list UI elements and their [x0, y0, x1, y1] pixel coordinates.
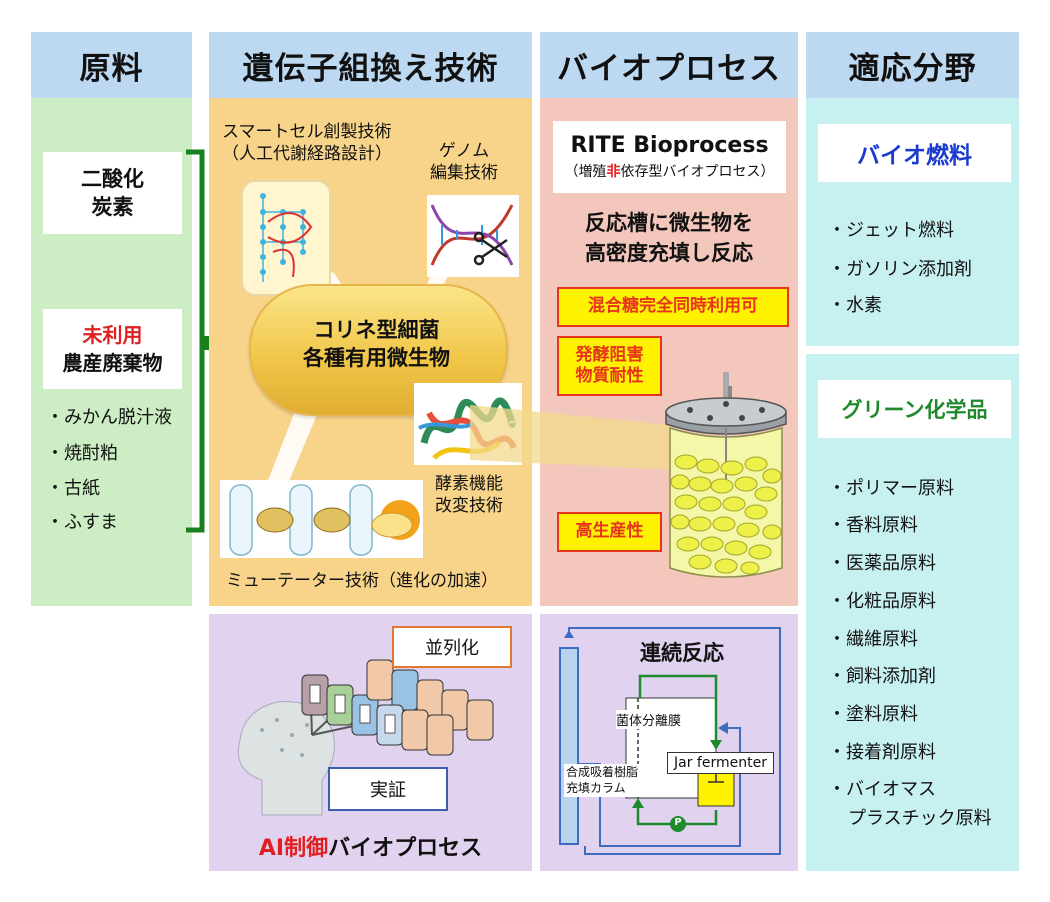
raw-item: ・ふすま [46, 512, 118, 533]
jar-fermenter-label: Jar fermenter [667, 752, 774, 774]
green-chem-panel [806, 354, 1019, 871]
dna-scissors-icon [430, 204, 514, 266]
bioprocess-description: 反応槽に微生物を 高密度充填し反応 [540, 208, 798, 269]
bacteria-line1: コリネ型細菌 [313, 318, 440, 342]
header-bioprocess: バイオプロセス [540, 32, 798, 98]
rite-sub-a: （増殖 [564, 164, 607, 180]
rite-title: RITE Bioprocess [570, 133, 769, 158]
agri-waste-box: 未利用 農産廃棄物 [43, 309, 182, 389]
biofuel-item: ・ジェット燃料 [828, 220, 954, 241]
enzyme-line1: 酵素機能 [435, 474, 503, 494]
inhibitor-line2: 物質耐性 [575, 366, 644, 386]
header-genetic-engineering: 遺伝子組換え技術 [209, 32, 532, 98]
raw-item: ・古紙 [46, 478, 100, 499]
demo-label-box: 実証 [328, 767, 448, 811]
rite-sub-b: 依存型バイオプロセス） [620, 164, 775, 180]
desc-line2: 高密度充填し反応 [585, 241, 753, 266]
inhibitor-resistance-badge: 発酵阻害 物質耐性 [557, 336, 662, 396]
mixed-sugar-badge: 混合糖完全同時利用可 [557, 287, 789, 327]
chem-item: ・医薬品原料 [828, 553, 936, 574]
co2-line2: 炭素 [91, 195, 134, 219]
chem-item: ・接着剤原料 [828, 742, 936, 763]
chem-item: ・塗料原料 [828, 704, 918, 725]
biofuel-title: バイオ燃料 [818, 124, 1011, 182]
parallel-label-box: 並列化 [392, 626, 512, 668]
column-label: 合成吸着樹脂 充填カラム [564, 764, 641, 798]
metabolic-pathway-image [241, 180, 331, 296]
bacteria-line2: 各種有用微生物 [303, 346, 450, 371]
rite-bioprocess-box: RITE Bioprocess （増殖非依存型バイオプロセス） [553, 121, 786, 193]
green-chem-title: グリーン化学品 [818, 380, 1011, 438]
bacterium-label: コリネ型細菌 各種有用微生物 [249, 316, 504, 373]
ai-title-black: バイオプロセス [328, 836, 483, 861]
biofuel-item: ・ガソリン添加剤 [828, 259, 972, 280]
high-productivity-badge: 高生産性 [557, 512, 662, 552]
header-application-fields: 適応分野 [806, 32, 1019, 98]
rite-sub-red: 非 [606, 164, 621, 180]
rite-subtitle: （増殖非依存型バイオプロセス） [565, 161, 775, 181]
raw-item: ・焼酎粕 [46, 443, 118, 464]
ai-reactor-array-illustration [237, 659, 494, 816]
genome-line1: ゲノム [438, 141, 490, 161]
chem-item: ・化粧品原料 [828, 591, 936, 612]
mutator-image [220, 480, 423, 558]
chem-item: ・バイオマス [828, 779, 936, 800]
ai-bioprocess-title: AI制御バイオプロセス [209, 830, 532, 862]
genome-editing-image [427, 195, 519, 277]
reactor-vessel [665, 372, 787, 578]
biofuel-item: ・水素 [828, 295, 882, 316]
chem-item: ・飼料添加剤 [828, 666, 936, 687]
enzyme-line2: 改変技術 [435, 496, 503, 517]
continuous-title: 連続反応 [640, 641, 724, 665]
header-raw-materials: 原料 [31, 32, 192, 98]
genome-line2: 編集技術 [430, 163, 498, 184]
smart-cell-line1: スマートセル創製技術 [222, 122, 392, 142]
raw-item: ・みかん脱汁液 [46, 407, 172, 428]
membrane-label: 菌体分離膜 [616, 710, 682, 729]
co2-box: 二酸化 炭素 [43, 152, 182, 234]
chem-item: ・香料原料 [828, 515, 918, 536]
test-tubes-icon [229, 484, 420, 556]
chem-item: ・繊維原料 [828, 629, 918, 650]
desc-line1: 反応槽に微生物を [585, 211, 753, 235]
inhibitor-line1: 発酵阻害 [575, 344, 644, 365]
ai-title-red: AI制御 [258, 836, 329, 861]
mutator-label: ミューテーター技術（進化の加速） [226, 571, 498, 591]
genome-label: ゲノム 編集技術 [430, 140, 498, 184]
continuous-flow-diagram [559, 627, 781, 855]
agri-waste-label: 農産廃棄物 [62, 351, 163, 375]
enzyme-label: 酵素機能 改変技術 [435, 473, 503, 517]
smart-cell-line2: （人工代謝経路設計） [222, 144, 392, 165]
column-line2: 充填カラム [566, 780, 626, 795]
unused-label: 未利用 [82, 323, 143, 347]
co2-line1: 二酸化 [81, 166, 144, 191]
pathway-icon [260, 193, 313, 282]
chem-item: ・ポリマー原料 [828, 478, 954, 499]
column-line1: 合成吸着樹脂 [566, 765, 639, 779]
chem-item: プラスチック原料 [848, 808, 992, 829]
pump-label: P [674, 817, 682, 828]
smart-cell-label: スマートセル創製技術 （人工代謝経路設計） [222, 121, 392, 165]
